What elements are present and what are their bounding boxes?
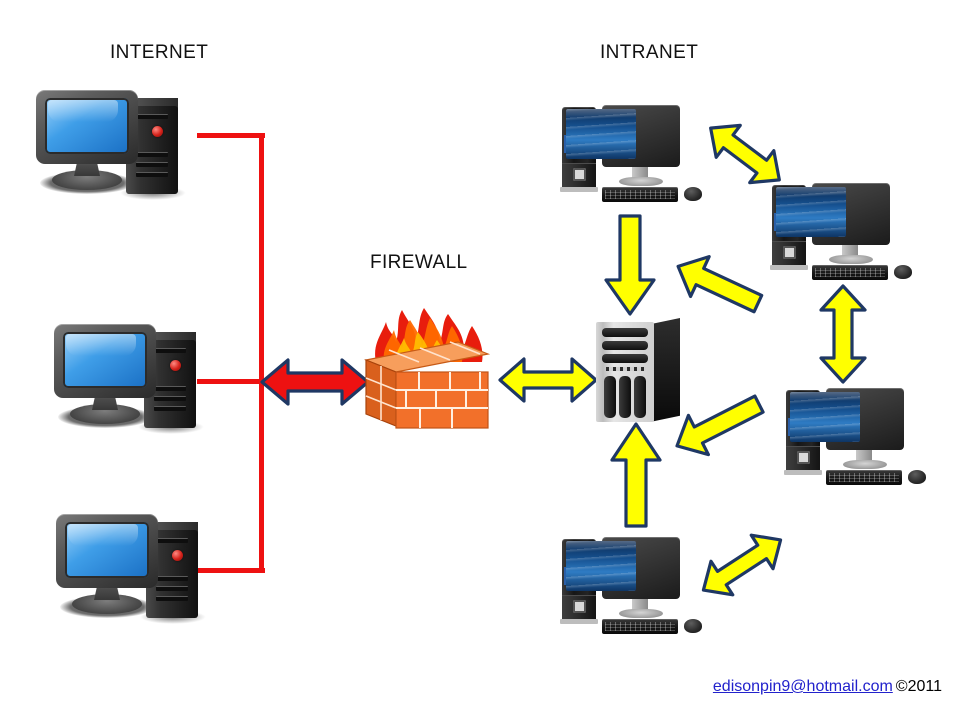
arrow-top-pc-to-server bbox=[604, 214, 656, 316]
keyboard-keys bbox=[815, 268, 885, 277]
keyboard-keys bbox=[829, 473, 899, 482]
optical-drive-icon bbox=[136, 114, 168, 119]
vent-slot bbox=[156, 596, 188, 601]
firewall-icon[interactable] bbox=[362, 300, 492, 435]
monitor-base bbox=[829, 255, 873, 264]
firewall-label: FIREWALL bbox=[370, 252, 468, 273]
keyboard-icon bbox=[826, 470, 902, 485]
mouse-icon bbox=[894, 265, 912, 279]
power-button-icon bbox=[573, 600, 586, 613]
intranet-server[interactable] bbox=[596, 318, 680, 422]
intranet-label: INTRANET bbox=[600, 42, 699, 63]
internet-label: INTERNET bbox=[110, 42, 209, 63]
internet-client-2[interactable] bbox=[52, 322, 207, 437]
footer-credit: edisonpin9@hotmail.com©2011 bbox=[713, 678, 942, 696]
hotswap-bay bbox=[634, 376, 646, 418]
optical-drive-icon bbox=[154, 348, 186, 353]
hotswap-bay bbox=[604, 376, 616, 418]
bus-stub-top bbox=[197, 133, 265, 138]
optical-drive-icon bbox=[156, 538, 188, 543]
internet-client-3[interactable] bbox=[54, 512, 209, 627]
hotswap-bay bbox=[619, 376, 631, 418]
monitor-base bbox=[619, 177, 663, 186]
vent-slot bbox=[156, 576, 188, 581]
intranet-pc-bottom[interactable] bbox=[560, 537, 712, 637]
internet-client-1[interactable] bbox=[34, 88, 189, 203]
screen-glare bbox=[48, 100, 118, 122]
intranet-pc-top[interactable] bbox=[560, 105, 712, 205]
vent-slot bbox=[154, 406, 186, 411]
monitor-neck bbox=[856, 448, 872, 462]
keyboard-icon bbox=[602, 187, 678, 202]
monitor-screen bbox=[45, 98, 129, 154]
monitor-screen bbox=[63, 332, 147, 388]
arrow-bottom-pc-to-lower-right-pc bbox=[694, 528, 790, 602]
tower-accent-strip bbox=[788, 418, 791, 436]
monitor-neck bbox=[632, 597, 648, 611]
monitor-screen bbox=[776, 187, 846, 237]
monitor-screen bbox=[65, 522, 149, 578]
brick-wall-icon bbox=[363, 341, 491, 429]
power-button-icon bbox=[172, 550, 183, 561]
keyboard-icon bbox=[812, 265, 888, 280]
copyright-text: ©2011 bbox=[895, 678, 942, 695]
tower-foot bbox=[770, 265, 808, 270]
email-link[interactable]: edisonpin9@hotmail.com bbox=[712, 678, 893, 695]
monitor-neck bbox=[632, 165, 648, 179]
arrow-upper-right-pc-to-lower-right-pc bbox=[818, 284, 868, 384]
arrow-bottom-pc-to-server bbox=[610, 422, 662, 528]
tower-accent-strip bbox=[774, 213, 777, 231]
arrow-lower-right-pc-to-server bbox=[668, 386, 768, 464]
power-button-icon bbox=[797, 451, 810, 464]
power-button-icon bbox=[152, 126, 163, 137]
power-button-icon bbox=[783, 246, 796, 259]
vent-slot bbox=[136, 152, 168, 157]
screen-glare bbox=[68, 524, 138, 546]
monitor-base bbox=[70, 404, 140, 424]
tower-foot bbox=[560, 619, 598, 624]
mouse-icon bbox=[684, 619, 702, 633]
status-leds bbox=[606, 367, 646, 371]
monitor-base bbox=[52, 170, 122, 190]
monitor-neck bbox=[842, 243, 858, 257]
monitor-base bbox=[843, 460, 887, 469]
monitor-screen bbox=[566, 109, 636, 159]
tower-foot bbox=[560, 187, 598, 192]
keyboard-keys bbox=[605, 190, 675, 199]
drive-bay bbox=[602, 354, 648, 363]
arrow-firewall-to-server bbox=[498, 355, 598, 405]
intranet-pc-upper-right[interactable] bbox=[770, 183, 922, 283]
arrow-upper-right-pc-to-server bbox=[672, 248, 764, 322]
monitor-base bbox=[619, 609, 663, 618]
tower-accent-strip bbox=[564, 135, 567, 153]
arrow-bus-to-firewall bbox=[260, 357, 370, 407]
intranet-pc-lower-right[interactable] bbox=[784, 388, 936, 488]
bus-stub-middle bbox=[197, 379, 265, 384]
keyboard-keys bbox=[605, 622, 675, 631]
vent-slot bbox=[136, 172, 168, 177]
vent-slot bbox=[136, 162, 168, 167]
monitor-screen bbox=[790, 392, 860, 442]
power-button-icon bbox=[170, 360, 181, 371]
arrow-top-pc-to-upper-right-pc bbox=[700, 118, 790, 190]
screen-glare bbox=[66, 334, 136, 356]
keyboard-icon bbox=[602, 619, 678, 634]
bus-vertical bbox=[259, 133, 264, 573]
drive-bay bbox=[602, 328, 648, 337]
vent-slot bbox=[154, 386, 186, 391]
mouse-icon bbox=[908, 470, 926, 484]
bus-stub-bottom bbox=[197, 568, 265, 573]
monitor-screen bbox=[566, 541, 636, 591]
power-button-icon bbox=[573, 168, 586, 181]
server-side-panel bbox=[650, 318, 680, 422]
drive-bay bbox=[602, 341, 648, 350]
tower-accent-strip bbox=[564, 567, 567, 585]
tower-foot bbox=[784, 470, 822, 475]
vent-slot bbox=[154, 396, 186, 401]
vent-slot bbox=[156, 586, 188, 591]
monitor-base bbox=[72, 594, 142, 614]
mouse-icon bbox=[684, 187, 702, 201]
